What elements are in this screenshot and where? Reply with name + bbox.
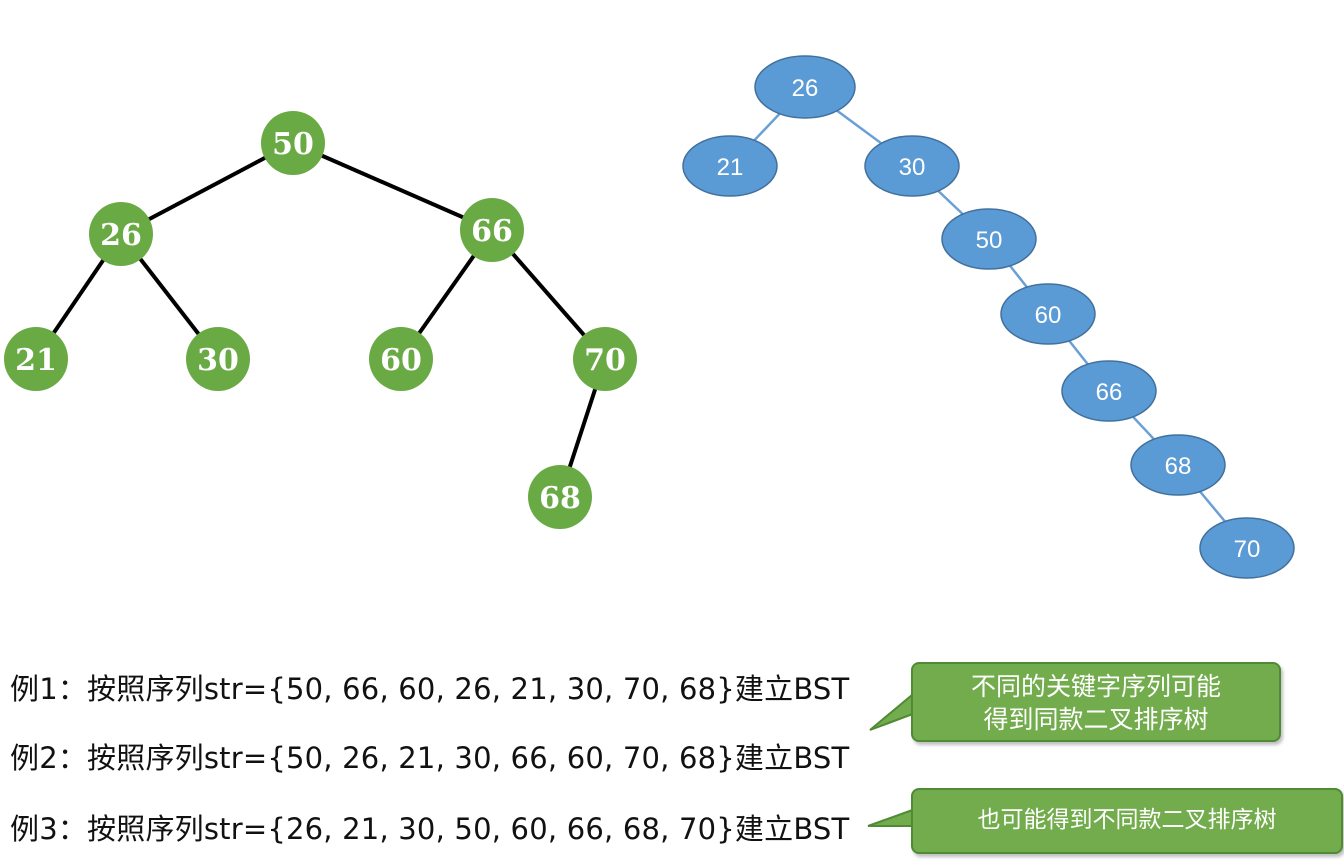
green-node-68: 68 bbox=[528, 465, 592, 529]
callout-same-tree: 不同的关键字序列可能 得到同款二叉排序树 bbox=[911, 662, 1281, 742]
blue-node-label: 30 bbox=[899, 154, 926, 181]
green-node-66: 66 bbox=[460, 198, 524, 262]
green-node-label: 50 bbox=[272, 127, 314, 162]
blue-node-label: 50 bbox=[976, 227, 1003, 254]
callout-different-tree: 也可能得到不同款二叉排序树 bbox=[911, 788, 1343, 854]
green-edge-g50-g66 bbox=[292, 141, 493, 232]
blue-node-21: 21 bbox=[682, 135, 778, 197]
green-node-circle bbox=[460, 198, 524, 262]
green-node-label: 30 bbox=[197, 343, 239, 378]
green-node-label: 66 bbox=[471, 214, 513, 249]
example-2-text: 例2：按照序列str={50, 26, 21, 30, 66, 60, 70, … bbox=[10, 741, 850, 775]
green-node-circle bbox=[369, 327, 433, 391]
blue-node-30: 30 bbox=[864, 135, 960, 197]
green-node-circle bbox=[261, 111, 325, 175]
green-node-60: 60 bbox=[369, 327, 433, 391]
green-node-label: 21 bbox=[15, 343, 57, 378]
green-node-label: 60 bbox=[380, 343, 422, 378]
blue-node-label: 21 bbox=[717, 154, 744, 181]
blue-node-label: 70 bbox=[1234, 536, 1261, 563]
green-node-circle bbox=[573, 327, 637, 391]
example-1-text: 例1：按照序列str={50, 66, 60, 26, 21, 30, 70, … bbox=[10, 672, 850, 706]
blue-tree: 26 21 30 50 60 66 68 70 bbox=[682, 55, 1295, 579]
green-tree: 50 26 66 21 30 60 70 68 bbox=[4, 111, 637, 529]
green-node-circle bbox=[4, 327, 68, 391]
blue-node-66: 66 bbox=[1061, 360, 1157, 422]
green-node-70: 70 bbox=[573, 327, 637, 391]
example-3-text: 例3：按照序列str={26, 21, 30, 50, 60, 66, 68, … bbox=[10, 812, 850, 846]
green-node-label: 68 bbox=[539, 481, 581, 516]
callout-bottom-text: 也可能得到不同款二叉排序树 bbox=[977, 807, 1277, 833]
callout-top-line1: 不同的关键字序列可能 bbox=[970, 672, 1221, 701]
green-node-circle bbox=[186, 327, 250, 391]
green-node-circle bbox=[528, 465, 592, 529]
green-node-circle bbox=[89, 202, 153, 266]
green-node-30: 30 bbox=[186, 327, 250, 391]
blue-node-label: 66 bbox=[1096, 379, 1123, 406]
blue-node-label: 68 bbox=[1165, 453, 1192, 480]
green-node-26: 26 bbox=[89, 202, 153, 266]
green-node-label: 26 bbox=[100, 218, 142, 253]
blue-node-ellipse bbox=[1061, 360, 1157, 422]
blue-node-50: 50 bbox=[941, 208, 1037, 270]
blue-node-26: 26 bbox=[754, 55, 856, 119]
blue-node-60: 60 bbox=[1000, 283, 1096, 345]
blue-node-ellipse bbox=[1199, 517, 1295, 579]
green-node-50: 50 bbox=[261, 111, 325, 175]
green-tree-edges bbox=[34, 141, 607, 498]
blue-node-ellipse bbox=[1130, 434, 1226, 496]
blue-node-label: 26 bbox=[792, 75, 819, 102]
callout-top-line2: 得到同款二叉排序树 bbox=[983, 705, 1209, 734]
blue-node-ellipse bbox=[1000, 283, 1096, 345]
green-node-21: 21 bbox=[4, 327, 68, 391]
blue-node-ellipse bbox=[754, 55, 856, 119]
blue-node-70: 70 bbox=[1199, 517, 1295, 579]
blue-node-ellipse bbox=[941, 208, 1037, 270]
blue-node-68: 68 bbox=[1130, 434, 1226, 496]
blue-node-ellipse bbox=[682, 135, 778, 197]
blue-node-ellipse bbox=[864, 135, 960, 197]
blue-node-label: 60 bbox=[1035, 302, 1062, 329]
green-edge-g50-g26 bbox=[120, 141, 294, 236]
green-node-label: 70 bbox=[584, 343, 626, 378]
